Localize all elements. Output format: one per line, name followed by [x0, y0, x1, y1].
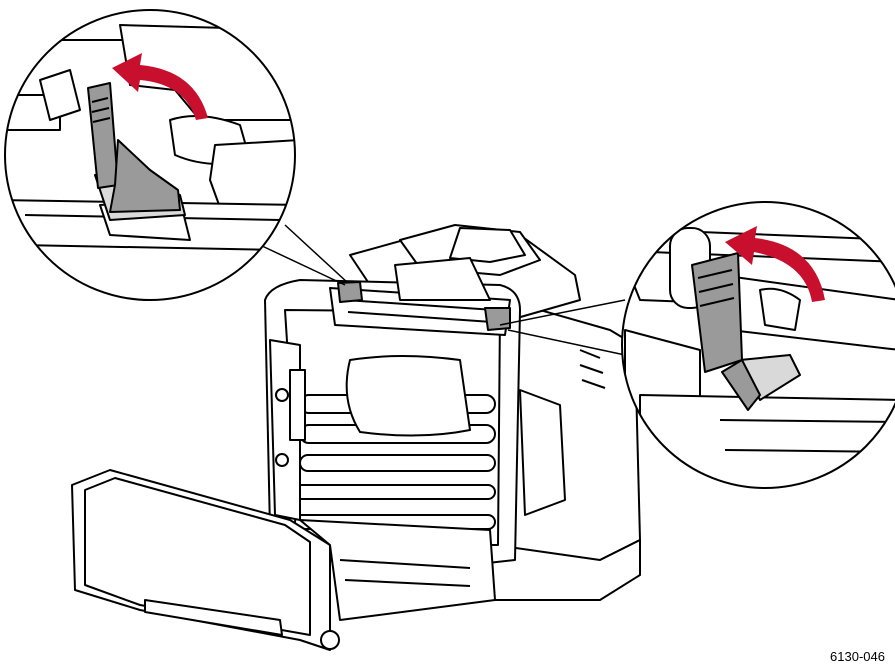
- left-lever-callout: [4, 9, 296, 301]
- lever-icon: [87, 82, 181, 213]
- curved-arrow-icon: [725, 226, 825, 302]
- right-lever-callout: [621, 201, 895, 489]
- callout-leaders: [259, 224, 626, 356]
- printer-body: [264, 224, 641, 601]
- curved-arrow-icon: [112, 53, 208, 120]
- front-cover: [71, 469, 496, 651]
- figure-code: 6130-046: [830, 649, 885, 664]
- lever-icon: [691, 252, 761, 411]
